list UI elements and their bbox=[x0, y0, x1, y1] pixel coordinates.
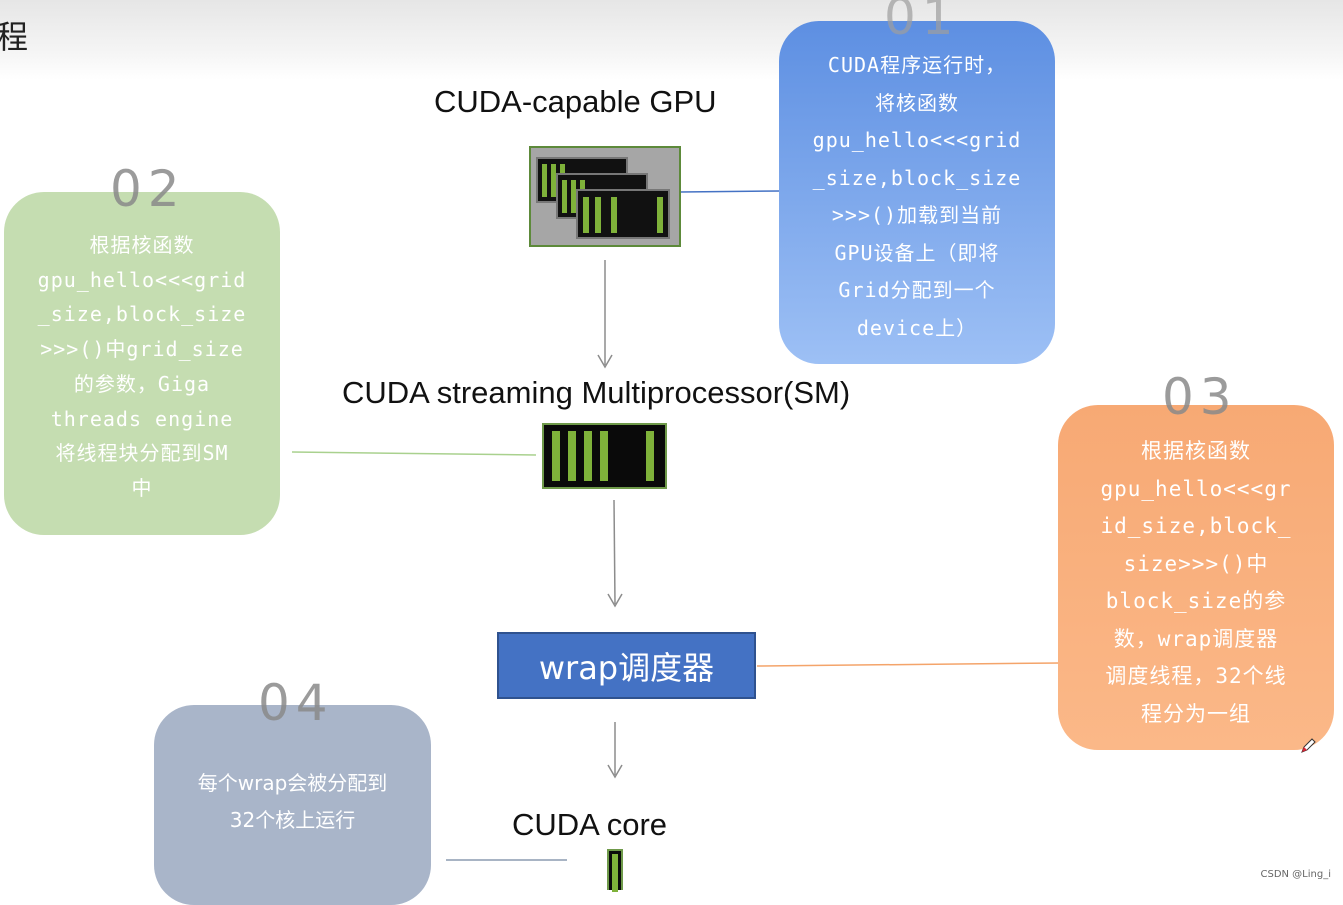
connector-01-gpu bbox=[679, 190, 781, 193]
card-02: 根据核函数 gpu_hello<<<grid _size,block_size … bbox=[4, 192, 280, 535]
card-02-text: 根据核函数 gpu_hello<<<grid _size,block_size … bbox=[37, 233, 247, 500]
watermark: CSDN @Ling_i bbox=[1260, 869, 1331, 880]
card-01: CUDA程序运行时， 将核函数 gpu_hello<<<grid _size,b… bbox=[779, 21, 1055, 364]
gpu-label: CUDA-capable GPU bbox=[434, 84, 717, 119]
gpu-chip-icon bbox=[529, 146, 681, 247]
card-03-number: 03 bbox=[1162, 368, 1238, 426]
card-04: 每个wrap会被分配到 32个核上运行 bbox=[154, 705, 431, 905]
sm-chip-icon bbox=[542, 423, 667, 489]
card-04-text: 每个wrap会被分配到 32个核上运行 bbox=[197, 771, 388, 832]
core-label: CUDA core bbox=[512, 807, 668, 842]
card-03: 根据核函数 gpu_hello<<<gr id_size,block_ size… bbox=[1058, 405, 1334, 750]
wrap-scheduler-box: wrap调度器 bbox=[497, 632, 756, 699]
card-01-number: 01 bbox=[884, 0, 960, 46]
connector-03-wrap bbox=[756, 662, 1061, 667]
card-02-number: 02 bbox=[110, 160, 186, 218]
sm-label: CUDA streaming Multiprocessor(SM) bbox=[342, 375, 851, 410]
cuda-core-icon bbox=[607, 849, 623, 892]
card-01-text: CUDA程序运行时， 将核函数 gpu_hello<<<grid _size,b… bbox=[812, 53, 1022, 340]
card-04-number: 04 bbox=[258, 674, 334, 732]
top-bar bbox=[0, 0, 1343, 80]
page-title-fragment: 程 bbox=[0, 18, 29, 56]
pen-cursor-icon bbox=[1301, 738, 1316, 753]
arrow-sm-to-wrap bbox=[613, 499, 616, 605]
card-03-text: 根据核函数 gpu_hello<<<gr id_size,block_ size… bbox=[1100, 439, 1292, 726]
connector-02-sm bbox=[291, 451, 537, 456]
